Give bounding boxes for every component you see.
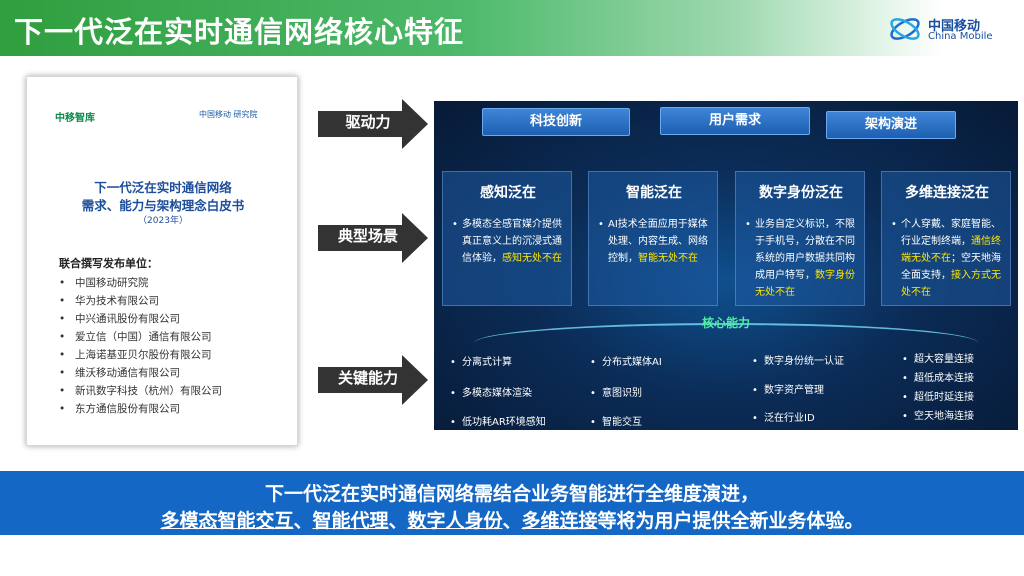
- cover-logo-left: 中移智库: [55, 113, 95, 124]
- cover-units-heading: 联合撰写发布单位：: [59, 257, 158, 270]
- card-highlight: 通信终端无处不在: [901, 236, 1001, 264]
- banner-keyword: 多模态智能交互: [160, 510, 294, 532]
- card-body: 个人穿戴、家庭智能、行业定制终端，通信终端无处不在；空天地海全面支持，接入方式无…: [891, 216, 1009, 301]
- card-body: AI技术全面应用于媒体处理、内容生成、网络控制，智能无处不在: [598, 216, 716, 267]
- card-body: 业务自定义标识，不限于手机号，分散在不同系统的用户数据共同构成用户特写，数字身份…: [745, 216, 863, 301]
- cover-unit: 维沃移动通信有限公司: [59, 365, 180, 380]
- cover-unit: 新讯数字科技（杭州）有限公司: [59, 383, 222, 398]
- cover-unit: 中国移动研究院: [59, 275, 149, 290]
- card-title: 数字身份泛在: [759, 185, 843, 201]
- capability-item: 分离式计算: [450, 353, 512, 368]
- logo-english-text: China Mobile: [928, 31, 993, 42]
- arrow-shape-icon: [318, 213, 428, 263]
- capability-item: 超低成本连接: [902, 369, 974, 384]
- card-perception: 感知泛在 多模态全感官媒介提供真正意义上的沉浸式通信体验，感知无处不在: [442, 171, 572, 306]
- card-title: 感知泛在: [480, 185, 536, 201]
- arrow-shape-icon: [318, 99, 428, 149]
- capability-item: 数字资产管理: [752, 381, 824, 396]
- banner-separator: 、: [502, 510, 522, 532]
- core-capabilities-title: 核心能力: [701, 316, 750, 330]
- card-text: 多模态全感官媒介提供真正意义上的沉浸式通信体验，: [462, 219, 562, 264]
- banner-keyword: 多维连接: [521, 510, 598, 532]
- capability-item: 低功耗AR环境感知: [450, 413, 546, 428]
- card-highlight-2: 接入方式无处不在: [901, 270, 1001, 298]
- scenarios-arrow-label: 典型场景: [337, 227, 398, 245]
- banner-keyword: 数字人身份: [407, 510, 503, 532]
- china-mobile-logo: 中国移动 China Mobile: [888, 14, 1018, 44]
- arrow-shape-icon: [318, 355, 428, 405]
- cover-title-line2: 需求、能力与架构理念白皮书: [81, 198, 245, 213]
- capability-item: 超大容量连接: [902, 350, 974, 365]
- card-title: 智能泛在: [626, 185, 682, 201]
- banner-line1: 下一代泛在实时通信网络需结合业务智能进行全维度演进，: [264, 483, 759, 505]
- title-bar: 下一代泛在实时通信网络核心特征: [0, 0, 1024, 56]
- cover-unit: 中兴通讯股份有限公司: [59, 311, 180, 326]
- card-text: 业务自定义标识，不限于手机号，分散在不同系统的用户数据共同构成用户特写，: [755, 219, 855, 281]
- capability-item: 意图识别: [590, 384, 642, 399]
- card-highlight: 感知无处不在: [502, 253, 562, 264]
- capabilities-arrow: 关键能力: [318, 353, 428, 407]
- card-highlight: 数字身份无处不在: [755, 270, 855, 298]
- card-text: AI技术全面应用于媒体处理、内容生成、网络控制，: [608, 219, 708, 264]
- capability-item: 数字身份统一认证: [752, 352, 844, 367]
- banner-line2: 多模态智能交互、智能代理、数字人身份、多维连接等将为用户提供全新业务体验。: [0, 506, 1024, 533]
- banner-separator: 、: [293, 510, 313, 532]
- cover-unit: 东方通信股份有限公司: [59, 401, 180, 416]
- cover-unit: 华为技术有限公司: [59, 293, 159, 308]
- cover-unit: 爱立信（中国）通信有限公司: [59, 329, 212, 344]
- card-highlight: 智能无处不在: [638, 253, 698, 264]
- card-text-2: ；空天地海全面支持，: [901, 253, 1001, 281]
- cover-year: （2023年）: [138, 216, 188, 226]
- cover-unit: 上海诺基亚贝尔股份有限公司: [59, 347, 212, 362]
- driver-tech-innovation: 科技创新: [482, 108, 630, 136]
- drivers-arrow: 驱动力: [318, 97, 428, 151]
- capabilities-arrow-label: 关键能力: [337, 369, 398, 387]
- banner-keyword: 智能代理: [312, 510, 389, 532]
- banner-line2-tail: 等将为用户提供全新业务体验。: [597, 510, 864, 532]
- page-title: 下一代泛在实时通信网络核心特征: [14, 15, 465, 49]
- feature-panel: 科技创新 用户需求 架构演进 感知泛在 多模态全感官媒介提供真正意义上的沉浸式通…: [434, 101, 1018, 430]
- capability-item: 分布式媒体AI: [590, 353, 662, 368]
- banner-separator: 、: [388, 510, 408, 532]
- capability-item: 空天地海连接: [902, 407, 974, 422]
- driver-user-demand: 用户需求: [660, 107, 810, 135]
- card-intelligence: 智能泛在 AI技术全面应用于媒体处理、内容生成、网络控制，智能无处不在: [588, 171, 718, 306]
- summary-banner: 下一代泛在实时通信网络需结合业务智能进行全维度演进， 多模态智能交互、智能代理、…: [0, 471, 1024, 535]
- card-digital-identity: 数字身份泛在 业务自定义标识，不限于手机号，分散在不同系统的用户数据共同构成用户…: [735, 171, 865, 306]
- whitepaper-cover: 中移智库 中国移动 研究院 下一代泛在实时通信网络 需求、能力与架构理念白皮书 …: [26, 76, 298, 446]
- card-multi-connection: 多维连接泛在 个人穿戴、家庭智能、行业定制终端，通信终端无处不在；空天地海全面支…: [881, 171, 1011, 306]
- cover-title-line1: 下一代泛在实时通信网络: [94, 180, 232, 195]
- driver-arch-evolution: 架构演进: [826, 111, 956, 139]
- card-body: 多模态全感官媒介提供真正意义上的沉浸式通信体验，感知无处不在: [452, 216, 570, 267]
- card-text: 个人穿戴、家庭智能、行业定制终端，: [901, 219, 1001, 247]
- scenarios-arrow: 典型场景: [318, 211, 428, 265]
- drivers-arrow-label: 驱动力: [345, 113, 391, 131]
- capability-item: 泛在行业ID: [752, 409, 815, 424]
- core-arc: [474, 323, 978, 363]
- capability-item: 多模态媒体渲染: [450, 384, 532, 399]
- card-title: 多维连接泛在: [905, 185, 989, 201]
- logo-chinese-text: 中国移动: [928, 19, 981, 34]
- capability-item: 智能交互: [590, 413, 642, 428]
- cover-logo-right: 中国移动 研究院: [199, 110, 258, 119]
- china-mobile-mark-icon: [890, 18, 920, 40]
- capability-item: 超低时延连接: [902, 388, 974, 403]
